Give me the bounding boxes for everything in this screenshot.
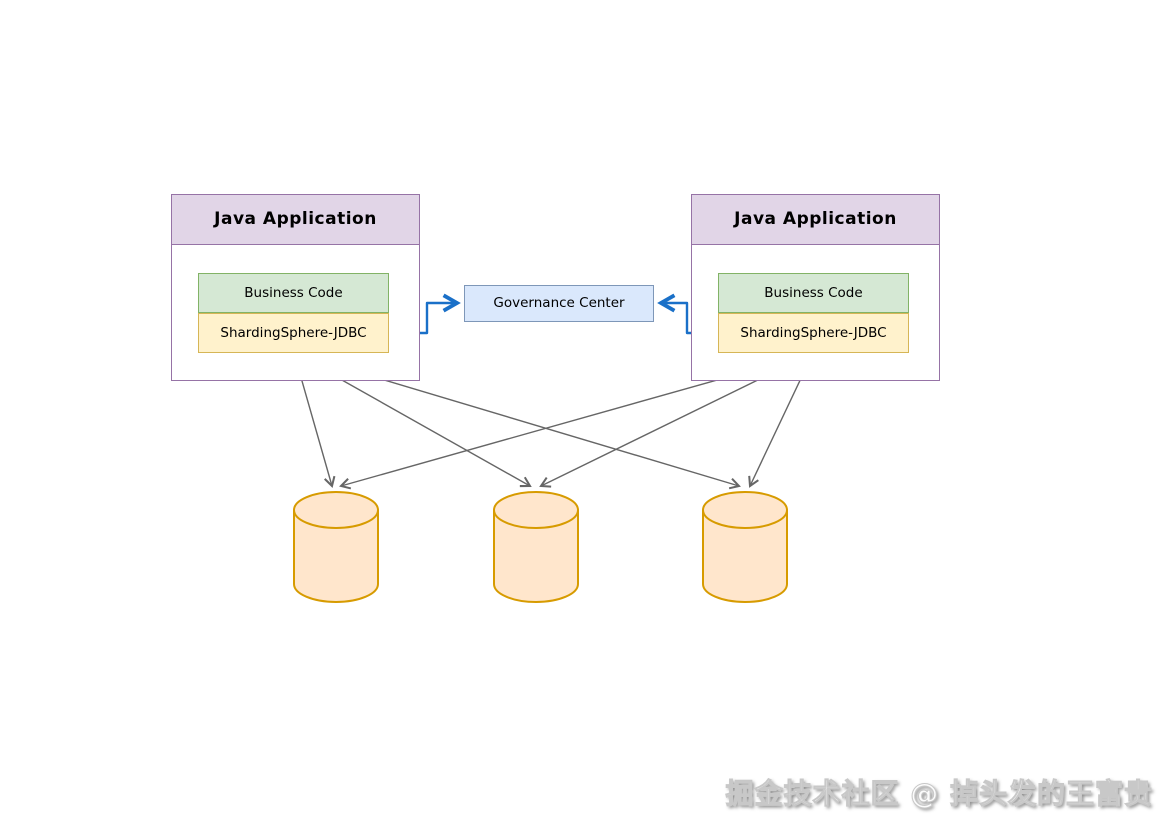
database-cylinder-3	[702, 491, 788, 603]
watermark-text: 掘金技术社区 @ 掉头发的王富贵	[725, 777, 1153, 811]
java-application-box-left: Java Application Business Code ShardingS…	[171, 194, 420, 381]
shardingsphere-jdbc-box-left: ShardingSphere-JDBC	[198, 313, 389, 353]
database-cylinders	[293, 491, 788, 603]
database-cylinder-1	[293, 491, 379, 603]
java-application-title-right: Java Application	[692, 195, 939, 245]
database-2-top	[493, 491, 579, 529]
business-code-box-left: Business Code	[198, 273, 389, 313]
database-cylinder-2	[493, 491, 579, 603]
java-application-box-right: Java Application Business Code ShardingS…	[691, 194, 940, 381]
java-application-title-left: Java Application	[172, 195, 419, 245]
business-code-box-right: Business Code	[718, 273, 909, 313]
shardingsphere-jdbc-box-right: ShardingSphere-JDBC	[718, 313, 909, 353]
governance-center-box: Governance Center	[464, 285, 654, 322]
database-3-body	[702, 509, 788, 603]
database-3-top	[702, 491, 788, 529]
database-2-body	[493, 509, 579, 603]
database-1-top	[293, 491, 379, 529]
database-1-body	[293, 509, 379, 603]
